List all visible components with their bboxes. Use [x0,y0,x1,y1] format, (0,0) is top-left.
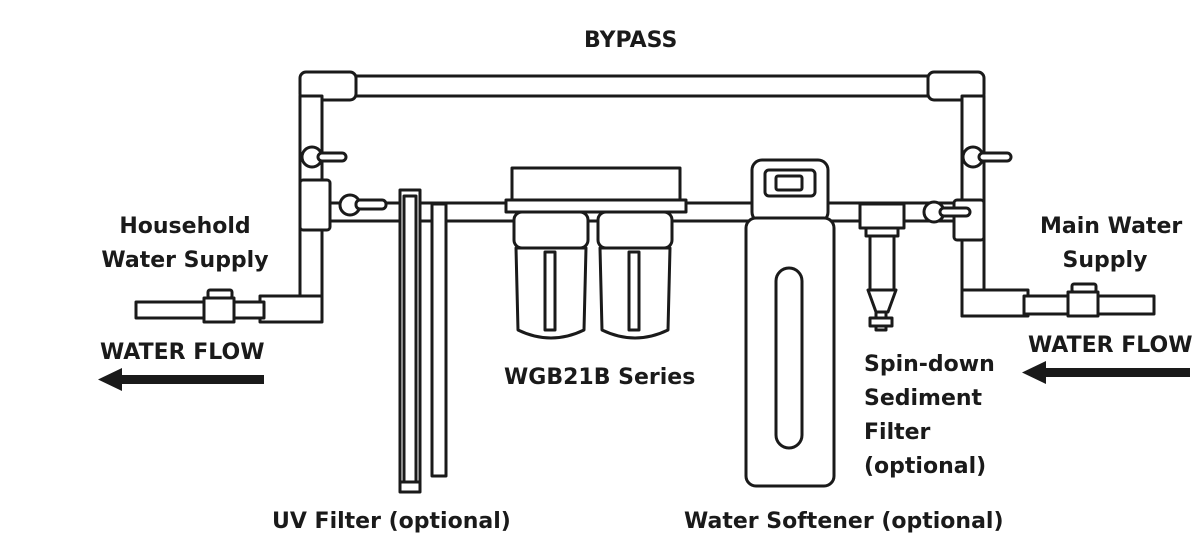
bypass-valve-right [961,145,1013,169]
bypass-valve-left [300,145,348,169]
household-water-supply-label: Household Water Supply [100,210,270,278]
bypass-label: BYPASS [584,28,678,53]
household-valve-handle [206,288,234,300]
household-label-line-2: Water Supply [101,248,269,273]
main-label-line-2: Supply [1062,248,1148,273]
inlet-valve [922,200,972,224]
water-flow-arrow-right [1022,361,1190,384]
water-softener-label: Water Softener (optional) [684,509,1004,534]
water-softener [744,158,836,488]
household-outlet-pipe [134,178,332,324]
main-valve-handle [1070,282,1098,294]
spin-down-filter-label: Spin-down Sediment Filter (optional) [864,348,995,484]
spin-label-line-1: Spin-down [864,352,995,377]
wgb21b-filter-housings [504,166,688,340]
spin-label-line-4: (optional) [864,454,987,479]
water-flow-label-right: WATER FLOW [1028,333,1193,358]
main-water-supply-label: Main Water Supply [1040,210,1183,278]
main-label-line-1: Main Water [1040,214,1183,239]
water-flow-label-left: WATER FLOW [100,340,265,365]
spin-label-line-2: Sediment [864,386,983,411]
uv-filter-label: UV Filter (optional) [272,509,511,534]
spin-down-filter [858,202,906,332]
wgb21b-series-label: WGB21B Series [504,365,696,390]
outlet-valve [338,193,388,217]
water-flow-arrow-left [98,368,264,391]
uv-filter [398,188,448,494]
household-label-line-1: Household [119,214,251,239]
spin-label-line-3: Filter [864,420,931,445]
